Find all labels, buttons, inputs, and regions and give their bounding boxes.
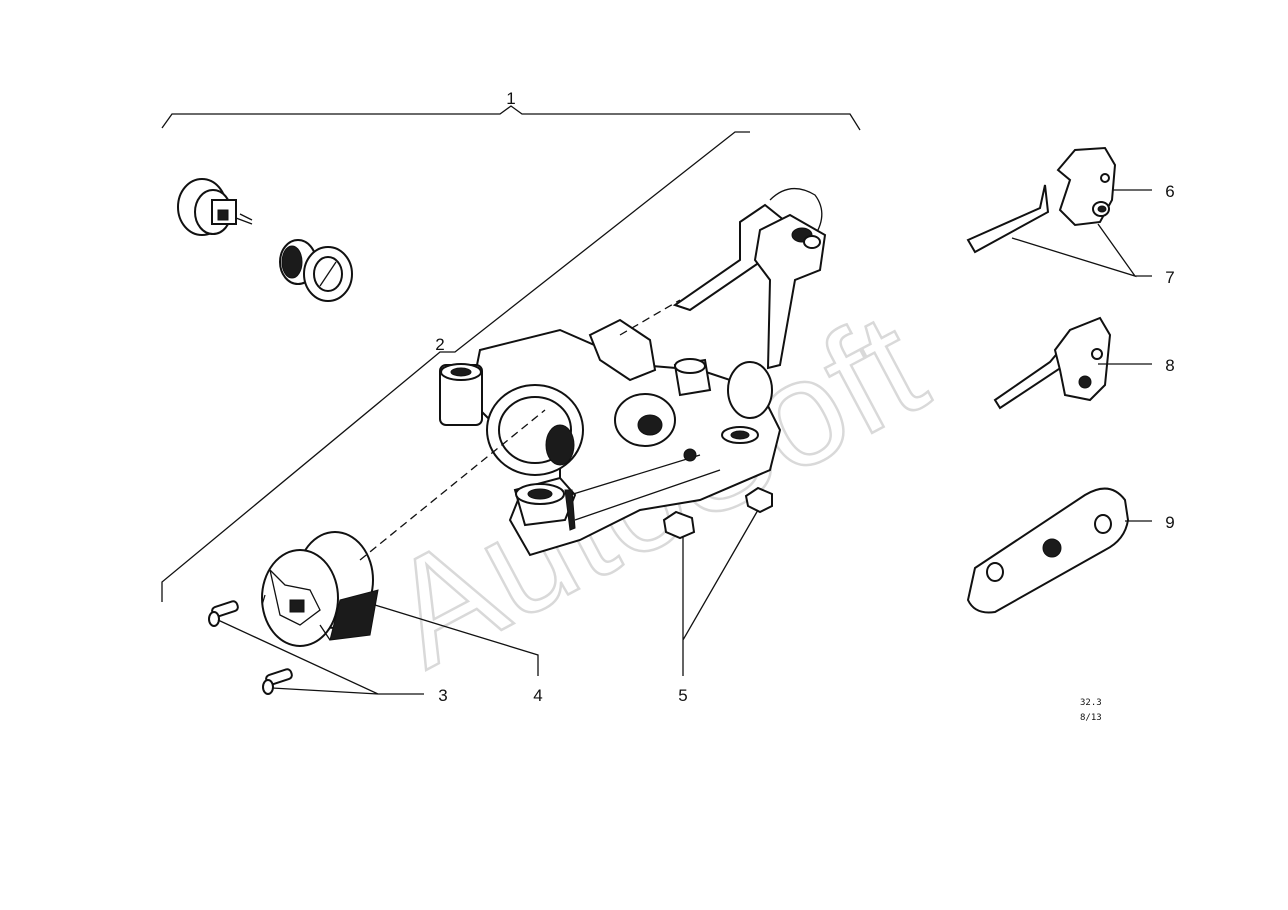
callout-7: 7 xyxy=(1165,268,1174,287)
callout-8: 8 xyxy=(1165,356,1174,375)
steering-lock-housing-part xyxy=(439,318,782,557)
leader-4 xyxy=(374,604,539,676)
callout-3: 3 xyxy=(438,686,447,705)
bracket-1 xyxy=(161,105,861,131)
callout-9: 9 xyxy=(1165,513,1174,532)
callout-2: 2 xyxy=(435,335,444,354)
bracket-2 xyxy=(161,131,750,602)
key-part xyxy=(993,316,1112,410)
leader-7 xyxy=(1011,223,1152,278)
trunk-lock-cylinder-part xyxy=(279,239,353,302)
callout-6: 6 xyxy=(1165,182,1174,201)
callout-1: 1 xyxy=(506,89,515,108)
screw-part xyxy=(208,600,293,695)
door-lock-cylinder-part xyxy=(177,178,253,236)
reference-page: 32.3 xyxy=(1080,698,1102,708)
ignition-switch-part xyxy=(261,531,379,647)
reference-edition: 8/13 xyxy=(1080,713,1102,723)
assembly-axis xyxy=(359,409,546,561)
key-axis xyxy=(619,299,681,336)
nut-part xyxy=(662,486,773,540)
leader-5 xyxy=(682,509,759,676)
key-blank-part xyxy=(966,146,1117,254)
key-pair-part xyxy=(672,188,827,370)
callout-4: 4 xyxy=(533,686,542,705)
leader-3 xyxy=(217,619,424,695)
callout-5: 5 xyxy=(678,686,687,705)
key-plate-part xyxy=(966,487,1130,614)
